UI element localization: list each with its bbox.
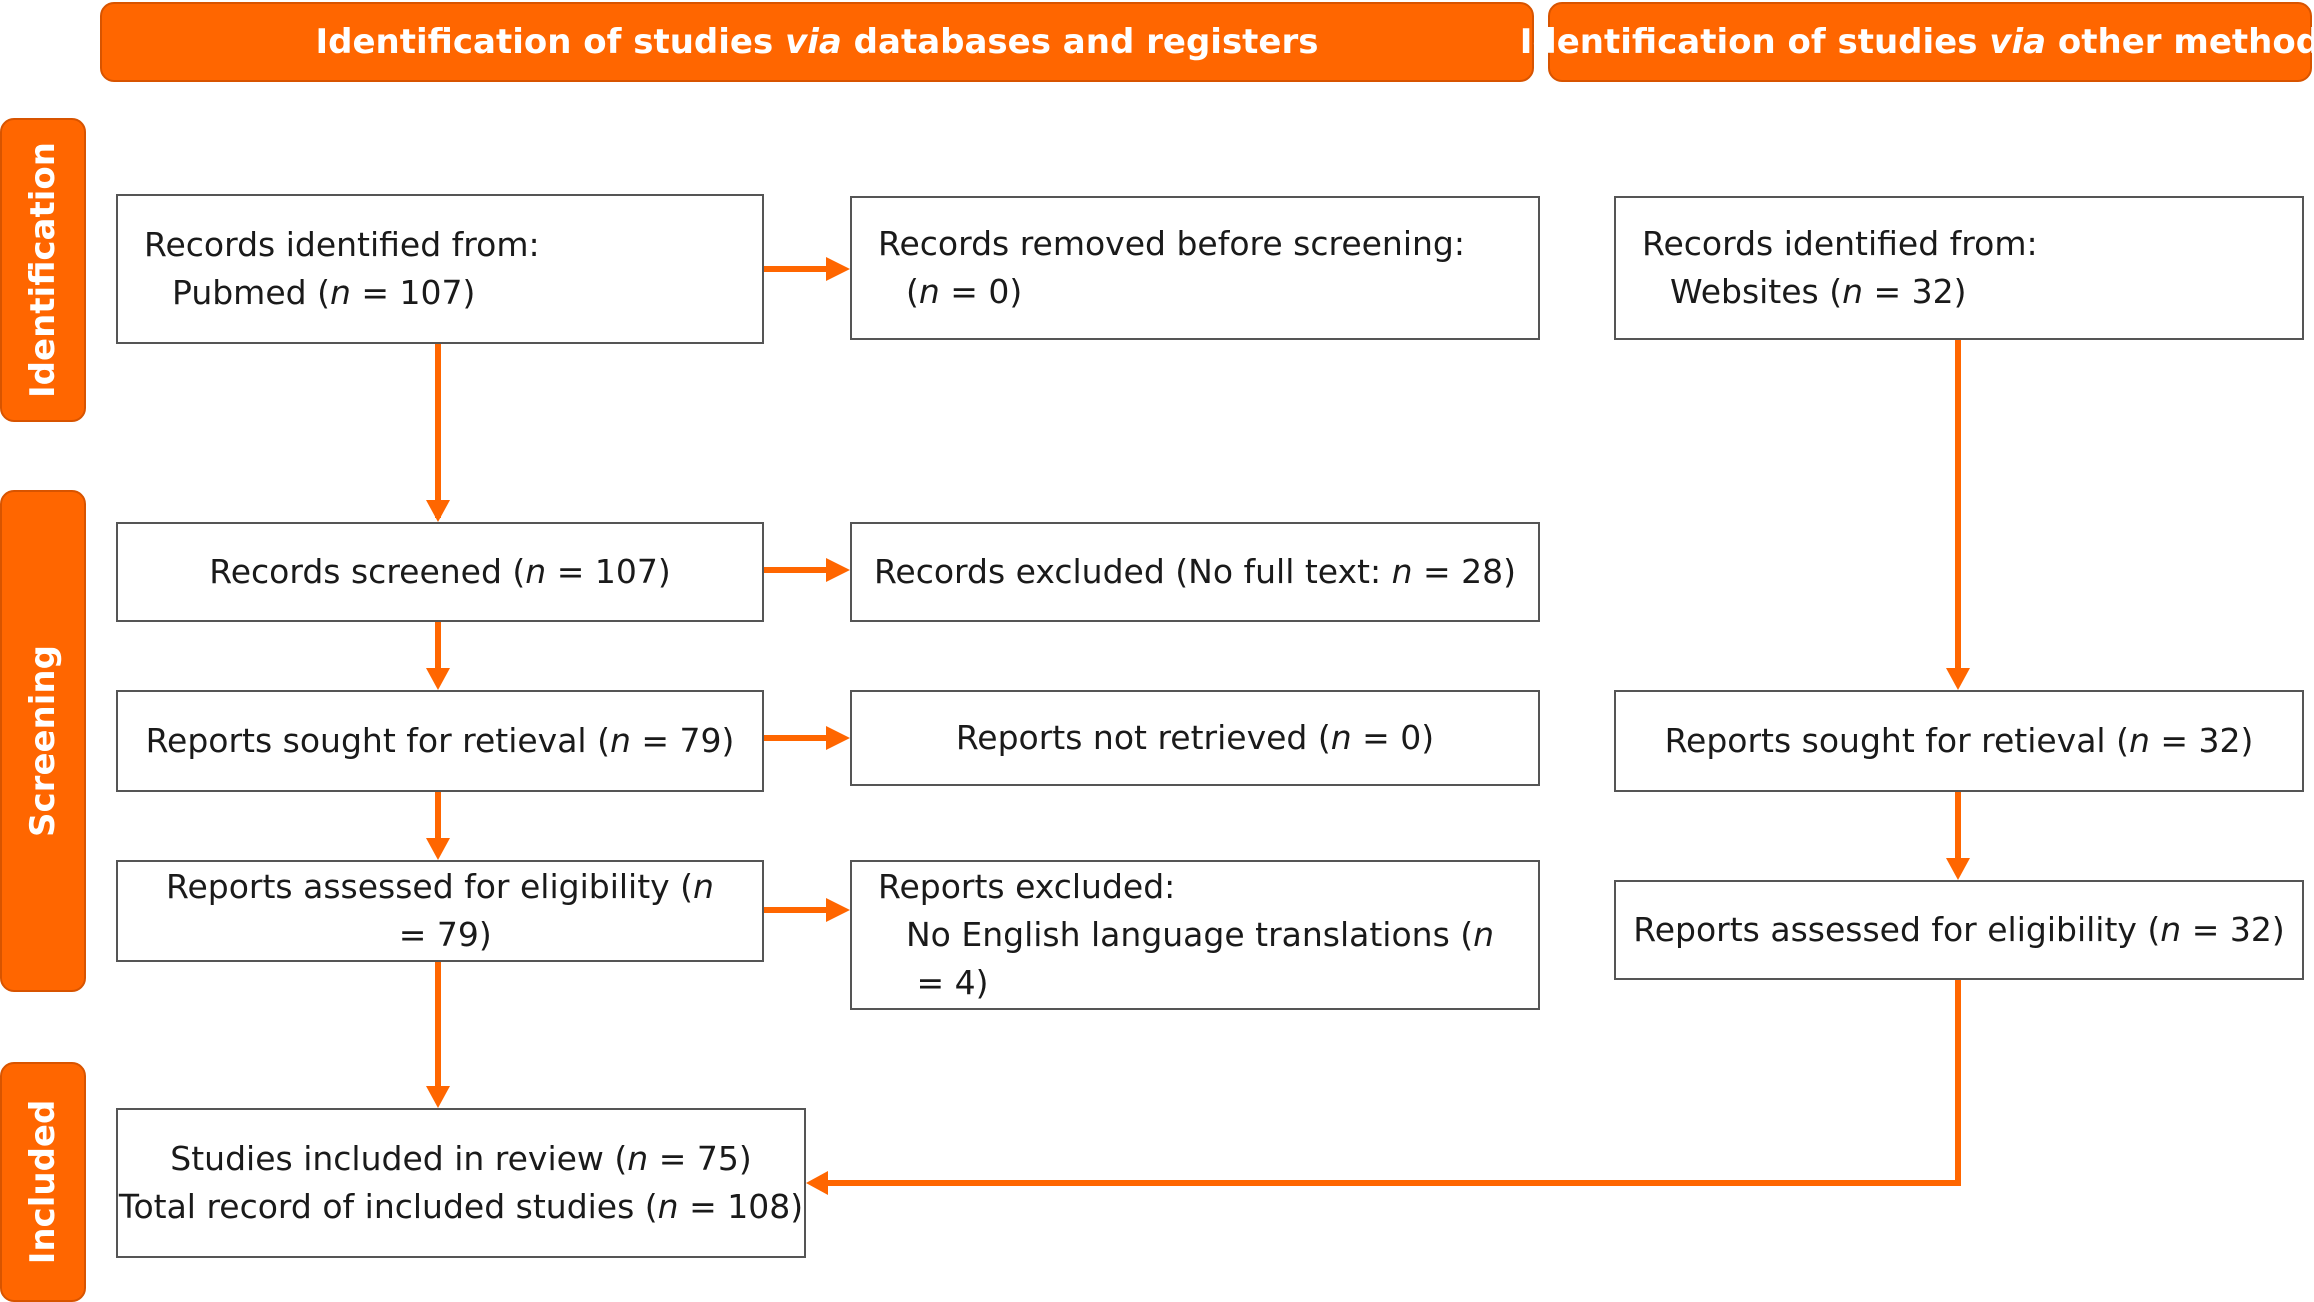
db-identified-prefix: Pubmed ( bbox=[172, 273, 330, 312]
included-l2-suffix: = 108) bbox=[678, 1187, 804, 1226]
db-screened-suffix: = 107) bbox=[546, 552, 671, 591]
n-symbol: n bbox=[1391, 552, 1413, 591]
included-line-2: Total record of included studies (n = 10… bbox=[119, 1183, 803, 1231]
arrowhead-removed bbox=[826, 257, 850, 281]
included-l1-suffix: = 75) bbox=[648, 1139, 752, 1178]
box-other-reports-sought: Reports sought for retieval (n = 32) bbox=[1614, 690, 2304, 792]
included-line-1: Studies included in review (n = 75) bbox=[170, 1135, 751, 1183]
box-db-reports-excluded: Reports excluded: No English language tr… bbox=[850, 860, 1540, 1010]
other-identified-suffix: = 32) bbox=[1863, 272, 1967, 311]
db-identified-suffix: = 107) bbox=[350, 273, 476, 312]
box-db-records-excluded: Records excluded (No full text: n = 28) bbox=[850, 522, 1540, 622]
other-assessed-prefix: Reports assessed for eligibility ( bbox=[1633, 910, 2161, 949]
n-symbol: n bbox=[657, 1187, 679, 1226]
other-assessed-text: Reports assessed for eligibility (n = 32… bbox=[1633, 906, 2284, 954]
n-symbol: n bbox=[525, 552, 547, 591]
arrowhead-sought bbox=[426, 668, 450, 690]
box-db-records-identified: Records identified from: Pubmed (n = 107… bbox=[116, 194, 764, 344]
other-sought-suffix: = 32) bbox=[2149, 721, 2254, 760]
db-excluded-text: Records excluded (No full text: n = 28) bbox=[874, 548, 1516, 596]
n-symbol: n bbox=[2128, 721, 2150, 760]
db-removed-count: (n = 0) bbox=[878, 268, 1538, 316]
header-databases-before: Identification of studies bbox=[315, 22, 786, 62]
other-sought-text: Reports sought for retieval (n = 32) bbox=[1665, 717, 2254, 765]
db-not-retrieved-text: Reports not retrieved (n = 0) bbox=[956, 714, 1434, 762]
arrowhead-included bbox=[426, 1086, 450, 1108]
box-other-records-identified: Records identified from: Websites (n = 3… bbox=[1614, 196, 2304, 340]
db-removed-prefix: ( bbox=[906, 272, 919, 311]
other-identified-count: Websites (n = 32) bbox=[1642, 268, 2302, 316]
n-symbol: n bbox=[1473, 915, 1495, 954]
included-l2-prefix: Total record of included studies ( bbox=[118, 1187, 658, 1226]
header-databases: Identification of studies via databases … bbox=[100, 2, 1534, 82]
db-reports-excluded-suffix: = 4) bbox=[906, 963, 989, 1002]
db-removed-title: Records removed before screening: bbox=[878, 224, 1465, 263]
db-assessed-prefix: Reports assessed for eligibility ( bbox=[166, 867, 694, 906]
box-db-records-screened: Records screened (n = 107) bbox=[116, 522, 764, 622]
box-other-reports-assessed: Reports assessed for eligibility (n = 32… bbox=[1614, 880, 2304, 980]
n-symbol: n bbox=[609, 721, 631, 760]
db-screened-prefix: Records screened ( bbox=[209, 552, 526, 591]
box-db-reports-assessed: Reports assessed for eligibility (n = 79… bbox=[116, 860, 764, 962]
arrowhead-assessed bbox=[426, 838, 450, 860]
header-other-via: via bbox=[1989, 22, 2047, 62]
db-sought-suffix: = 79) bbox=[630, 721, 735, 760]
stage-identification: Identification bbox=[0, 118, 86, 422]
db-identified-title: Records identified from: bbox=[144, 225, 540, 264]
n-symbol: n bbox=[693, 867, 714, 906]
db-removed-suffix: = 0) bbox=[939, 272, 1023, 311]
db-not-retrieved-prefix: Reports not retrieved ( bbox=[955, 718, 1331, 757]
db-reports-excluded-prefix: No English language translations ( bbox=[906, 915, 1474, 954]
header-databases-after: databases and registers bbox=[841, 22, 1319, 62]
n-symbol: n bbox=[1330, 718, 1352, 757]
db-assessed-text: Reports assessed for eligibility (n = 79… bbox=[118, 863, 762, 959]
other-identified-title: Records identified from: bbox=[1642, 224, 2038, 263]
db-excluded-suffix: = 28) bbox=[1412, 552, 1517, 591]
box-studies-included: Studies included in review (n = 75) Tota… bbox=[116, 1108, 806, 1258]
arrowhead-other-sought bbox=[1946, 668, 1970, 690]
db-sought-text: Reports sought for retieval (n = 79) bbox=[146, 717, 735, 765]
header-other-methods: Identification of studies via other meth… bbox=[1520, 2, 2314, 82]
n-symbol: n bbox=[627, 1139, 649, 1178]
db-reports-excluded-count: No English language translations (n = 4) bbox=[878, 911, 1538, 1007]
db-excluded-prefix: Records excluded (No full text: bbox=[873, 552, 1392, 591]
arrowhead-reports-excluded bbox=[826, 898, 850, 922]
arrowhead-other-included bbox=[806, 1171, 828, 1195]
other-identified-prefix: Websites ( bbox=[1670, 272, 1843, 311]
box-db-reports-not-retrieved: Reports not retrieved (n = 0) bbox=[850, 690, 1540, 786]
box-db-records-removed: Records removed before screening: (n = 0… bbox=[850, 196, 1540, 340]
n-symbol: n bbox=[2160, 910, 2182, 949]
header-other-before: Identification of studies bbox=[1519, 22, 1990, 62]
other-sought-prefix: Reports sought for retieval ( bbox=[1664, 721, 2129, 760]
db-sought-prefix: Reports sought for retieval ( bbox=[145, 721, 610, 760]
other-assessed-suffix: = 32) bbox=[2181, 910, 2285, 949]
db-screened-text: Records screened (n = 107) bbox=[209, 548, 670, 596]
n-symbol: n bbox=[1842, 272, 1864, 311]
box-db-reports-sought: Reports sought for retieval (n = 79) bbox=[116, 690, 764, 792]
stage-included: Included bbox=[0, 1062, 86, 1302]
arrowhead-not-retrieved bbox=[826, 726, 850, 750]
db-not-retrieved-suffix: = 0) bbox=[1351, 718, 1435, 757]
n-symbol: n bbox=[918, 272, 940, 311]
header-other-after: other methods bbox=[2046, 22, 2314, 62]
n-symbol: n bbox=[329, 273, 351, 312]
stage-screening: Screening bbox=[0, 490, 86, 992]
arrow-other-assessed-to-included bbox=[826, 980, 1961, 1186]
included-l1-prefix: Studies included in review ( bbox=[170, 1139, 628, 1178]
arrowhead-excluded bbox=[826, 558, 850, 582]
header-databases-via: via bbox=[785, 22, 842, 62]
arrowhead-other-assessed bbox=[1946, 858, 1970, 880]
db-assessed-suffix: = 79) bbox=[388, 915, 492, 954]
db-reports-excluded-title: Reports excluded: bbox=[878, 867, 1176, 906]
db-identified-count: Pubmed (n = 107) bbox=[144, 269, 762, 317]
arrowhead-screened bbox=[426, 500, 450, 522]
